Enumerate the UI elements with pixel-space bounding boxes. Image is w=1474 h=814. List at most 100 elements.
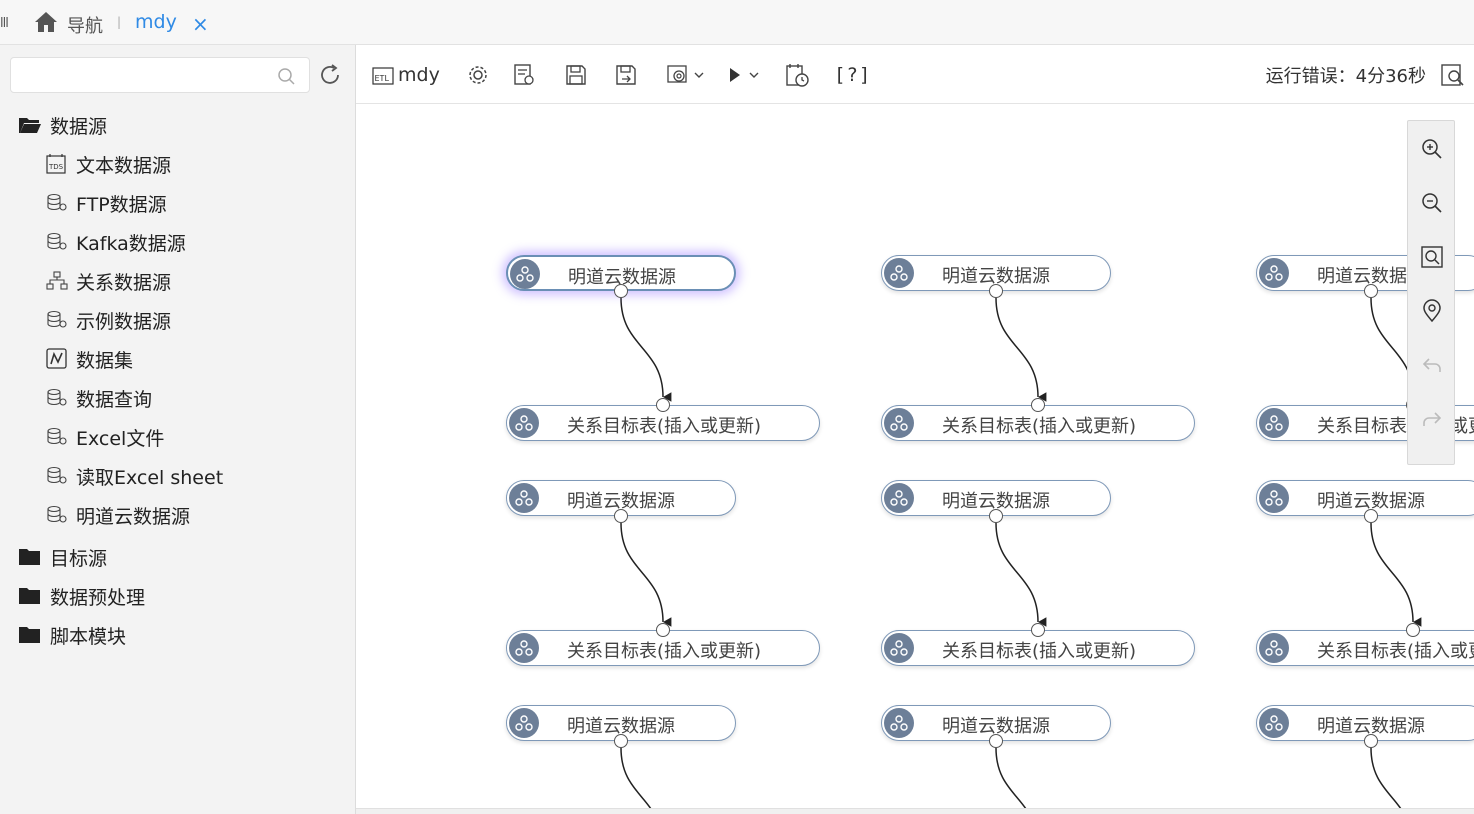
flow-edge[interactable] <box>1370 747 1413 809</box>
tree-item-relation-datasource[interactable]: 关系数据源 <box>46 266 171 296</box>
tree-label: 读取Excel sheet <box>76 466 224 489</box>
node-label: 明道云数据源 <box>942 491 1050 512</box>
target-node-relation-upsert[interactable]: 关系目标表(插入或更新) <box>506 405 820 441</box>
run-button[interactable] <box>728 62 764 88</box>
output-port[interactable] <box>614 734 628 748</box>
tree-item-dataset[interactable]: 数据集 <box>46 344 133 374</box>
log-search-icon[interactable] <box>1440 62 1466 88</box>
output-port[interactable] <box>989 284 1003 298</box>
node-type-icon <box>1259 408 1289 438</box>
input-port[interactable] <box>656 623 670 637</box>
database-icon <box>47 232 67 250</box>
home-icon[interactable] <box>34 11 58 33</box>
tree-item-mingdao-datasource[interactable]: 明道云数据源 <box>46 500 190 530</box>
target-node-relation-upsert[interactable]: 关系目标表(插入或更新) <box>1256 630 1474 666</box>
etl-icon: ETL <box>372 67 394 85</box>
dataset-icon <box>46 348 67 369</box>
input-port[interactable] <box>1031 398 1045 412</box>
flow-edge[interactable] <box>995 522 1047 627</box>
input-port[interactable] <box>656 398 670 412</box>
tree-item-text-datasource[interactable]: TDS 文本数据源 <box>46 149 171 179</box>
database-icon <box>47 310 67 328</box>
tree-label: 示例数据源 <box>76 310 172 333</box>
flow-edge[interactable] <box>620 297 672 402</box>
node-type-icon <box>1259 258 1289 288</box>
flow-edge[interactable] <box>620 522 672 627</box>
database-icon <box>47 505 67 523</box>
node-type-icon <box>1259 633 1289 663</box>
input-port[interactable] <box>1031 623 1045 637</box>
tree-item-kafka-datasource[interactable]: Kafka数据源 <box>46 227 186 257</box>
tree-item-excel-sheet[interactable]: 读取Excel sheet <box>46 461 223 491</box>
canvas-scrollbar[interactable] <box>356 808 1474 814</box>
close-tab-icon[interactable]: × <box>192 12 209 36</box>
flow-edge[interactable] <box>1370 522 1422 627</box>
tree-item-ftp-datasource[interactable]: FTP数据源 <box>46 188 167 218</box>
tree-item-excel-file[interactable]: Excel文件 <box>46 422 164 452</box>
tree-item-sample-datasource[interactable]: 示例数据源 <box>46 305 171 335</box>
zoom-control-panel <box>1407 120 1455 465</box>
node-label: 关系目标表(插入或更新) <box>942 641 1137 662</box>
node-label: 明道云数据源 <box>568 267 676 288</box>
node-type-icon <box>509 633 539 663</box>
output-port[interactable] <box>1364 284 1378 298</box>
redo-icon[interactable] <box>1420 407 1444 431</box>
source-node-mingdao[interactable]: 明道云数据源 <box>506 705 736 741</box>
etl-toolbar: ETL mdy <box>356 45 1474 104</box>
etl-title: ETL mdy <box>372 62 440 88</box>
zoom-in-icon[interactable] <box>1420 137 1444 161</box>
node-type-icon <box>1259 708 1289 738</box>
properties-button[interactable] <box>512 62 536 88</box>
tree-item-data-query[interactable]: 数据查询 <box>46 383 152 413</box>
output-port[interactable] <box>989 509 1003 523</box>
tree-label: Excel文件 <box>76 427 165 450</box>
settings-button[interactable] <box>466 62 490 88</box>
node-label: 关系目标表(插入或更新) <box>1317 641 1474 662</box>
tree-folder-datasource[interactable]: 数据源 <box>18 110 107 140</box>
tab-mdy[interactable]: mdy <box>135 11 177 33</box>
save-button[interactable] <box>564 62 588 88</box>
tree-folder-preprocess[interactable]: 数据预处理 <box>18 581 145 611</box>
output-port[interactable] <box>1364 734 1378 748</box>
node-label: 关系目标表(插入或更新) <box>567 641 762 662</box>
save-as-icon <box>616 65 636 85</box>
search-input[interactable] <box>19 58 269 90</box>
help-label: [?] <box>834 64 872 86</box>
flow-edge[interactable] <box>995 747 1038 809</box>
input-port[interactable] <box>1406 623 1420 637</box>
refresh-icon[interactable] <box>318 63 342 87</box>
undo-icon[interactable] <box>1420 353 1444 377</box>
zoom-out-icon[interactable] <box>1420 191 1444 215</box>
schedule-button[interactable] <box>784 62 810 88</box>
gear-icon <box>469 66 487 84</box>
node-type-icon <box>510 259 540 289</box>
menu-grip-icon[interactable]: lll <box>0 16 9 31</box>
location-icon[interactable] <box>1420 299 1444 323</box>
output-port[interactable] <box>989 734 1003 748</box>
tree-folder-script[interactable]: 脚本模块 <box>18 620 126 650</box>
document-settings-icon <box>514 64 534 85</box>
tree-folder-target[interactable]: 目标源 <box>18 542 107 572</box>
flow-edge[interactable] <box>620 747 663 809</box>
flow-edge[interactable] <box>995 297 1047 402</box>
database-icon <box>47 388 67 406</box>
output-port[interactable] <box>614 284 628 298</box>
tree-label: 数据查询 <box>76 388 153 411</box>
output-port[interactable] <box>614 509 628 523</box>
node-type-icon <box>509 708 539 738</box>
search-icon[interactable] <box>277 67 295 85</box>
run-config-button[interactable] <box>666 62 708 88</box>
node-type-icon <box>884 408 914 438</box>
source-node-mingdao[interactable]: 明道云数据源 <box>1256 480 1474 516</box>
fit-view-icon[interactable] <box>1420 245 1444 269</box>
node-type-icon <box>509 408 539 438</box>
node-type-icon <box>884 258 914 288</box>
nav-tab-label[interactable]: 导航 <box>67 16 103 37</box>
output-port[interactable] <box>1364 509 1378 523</box>
help-button[interactable]: [?] <box>834 62 871 88</box>
folder-icon <box>19 588 40 604</box>
node-type-icon <box>884 633 914 663</box>
flow-canvas[interactable]: 明道云数据源关系目标表(插入或更新)明道云数据源关系目标表(插入或更新)明道云数… <box>356 104 1474 809</box>
source-node-mingdao[interactable]: 明道云数据源 <box>1256 705 1474 741</box>
save-as-button[interactable] <box>614 62 638 88</box>
